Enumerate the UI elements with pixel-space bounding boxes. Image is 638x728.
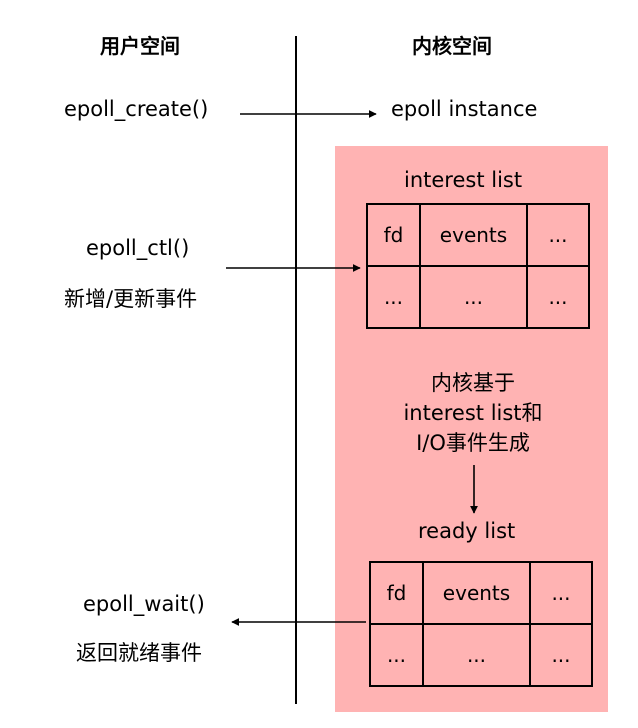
- epoll-instance-label: epoll instance: [391, 97, 538, 121]
- table-cell: ...: [366, 265, 421, 329]
- wait-note: 返回就绪事件: [76, 641, 202, 665]
- epoll-create-call: epoll_create(): [64, 97, 209, 121]
- epoll-ctl-call: epoll_ctl(): [86, 236, 190, 260]
- epoll-wait-call: epoll_wait(): [83, 592, 205, 616]
- interest-list-title: interest list: [404, 168, 523, 192]
- generation-note-line1: 内核基于: [431, 371, 515, 395]
- generation-note-line3: I/O事件生成: [416, 431, 530, 455]
- table-row: fd events ...: [366, 203, 590, 267]
- table-cell: ...: [529, 561, 593, 625]
- table-cell: ...: [529, 623, 593, 687]
- ready-list-title: ready list: [418, 519, 516, 543]
- kernel-space-title: 内核空间: [412, 34, 492, 58]
- table-cell: ...: [419, 265, 528, 329]
- table-row: fd events ...: [369, 561, 593, 625]
- table-cell: ...: [526, 265, 590, 329]
- ctl-note: 新增/更新事件: [64, 287, 198, 311]
- table-cell: ...: [369, 623, 424, 687]
- table-row: ... ... ...: [369, 623, 593, 687]
- table-cell: fd: [366, 203, 421, 267]
- generation-note-line2: interest list和: [403, 401, 543, 425]
- table-cell: ...: [526, 203, 590, 267]
- table-cell: events: [419, 203, 528, 267]
- generation-note: 内核基于 interest list和 I/O事件生成: [355, 368, 591, 458]
- table-cell: events: [422, 561, 531, 625]
- user-space-title: 用户空间: [100, 34, 180, 58]
- space-divider: [295, 36, 297, 704]
- ready-list-table: fd events ... ... ... ...: [369, 561, 593, 687]
- table-cell: ...: [422, 623, 531, 687]
- table-cell: fd: [369, 561, 424, 625]
- table-row: ... ... ...: [366, 265, 590, 329]
- interest-list-table: fd events ... ... ... ...: [366, 203, 590, 329]
